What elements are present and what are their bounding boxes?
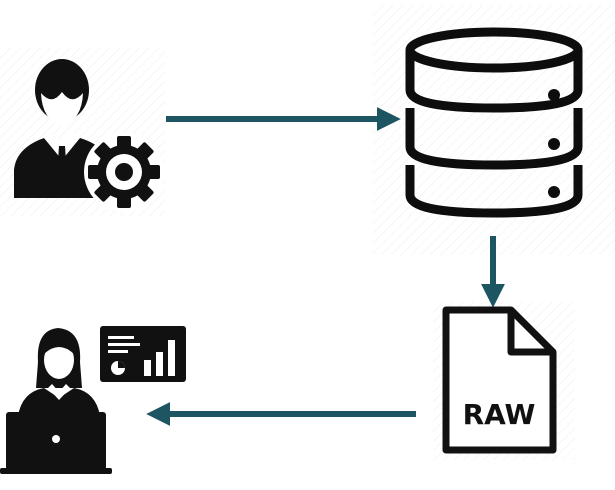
db-indicator-dot	[548, 186, 560, 198]
admin-user-gear-icon	[14, 59, 164, 212]
db-indicator-dot	[548, 138, 560, 150]
raw-file-icon: RAW	[442, 306, 557, 454]
database-node	[373, 5, 615, 255]
database-icon	[405, 27, 583, 218]
db-indicator-dot	[548, 89, 560, 101]
dashboard-chart-icon	[100, 326, 186, 382]
admin-node	[0, 48, 165, 216]
analyst-laptop-icon	[0, 328, 112, 474]
analyst-node	[0, 318, 200, 478]
raw-file-node: RAW	[433, 302, 575, 460]
raw-file-label: RAW	[463, 398, 536, 431]
